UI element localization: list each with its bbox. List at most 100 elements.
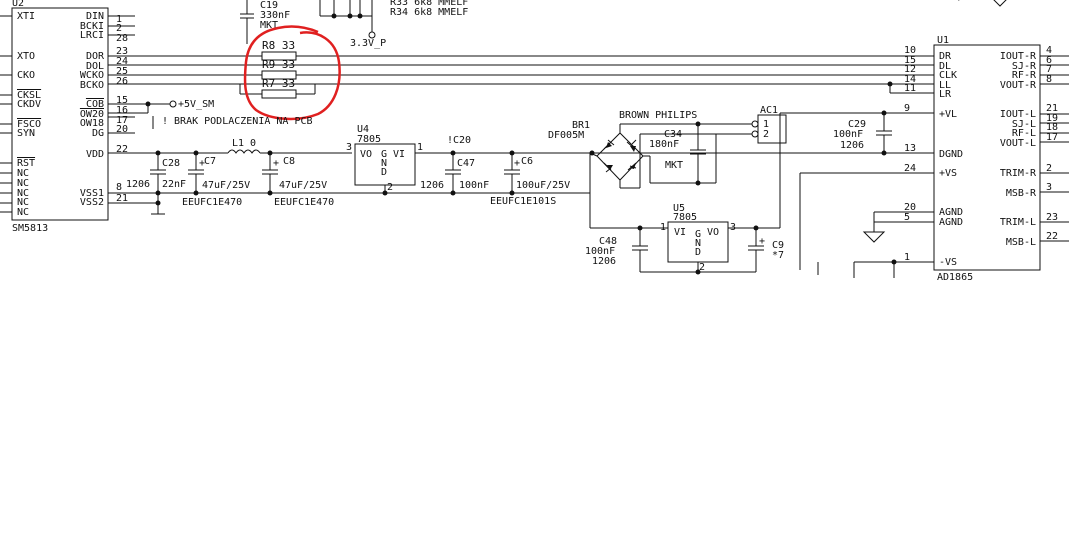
c8-part: EEUFC1E470: [274, 197, 334, 208]
u2-pin-cob: COB: [86, 99, 104, 110]
u2-num-8: 8: [116, 182, 122, 193]
u1-pin-ll: LL: [939, 80, 951, 91]
u2-pin-bcki: BCKI: [80, 21, 104, 32]
u1-pin-iout-r: IOUT-R: [1000, 51, 1037, 62]
highlight-circle: [243, 25, 341, 121]
regulator-u4: U4 7805 VO VI G N D 3 1 2: [346, 124, 590, 196]
u2-pin-rst: RST: [17, 158, 35, 169]
u1-part: AD1865: [937, 272, 973, 283]
top-partial-components: C19 330nF MKT 3.3V_P R33 6k8 MMELF R34 6…: [240, 0, 1007, 49]
u1-pin-rf-r: RF-R: [1012, 70, 1037, 81]
c7-ref: C7: [204, 156, 216, 167]
c29-value: 100nF: [833, 129, 863, 140]
u2-pin-nc5: NC: [17, 207, 29, 218]
c8-value: 47uF/25V: [279, 180, 327, 191]
inductor-l1: [227, 149, 261, 154]
u1-num-15: 15: [904, 55, 916, 66]
u1-num-9: 9: [904, 103, 910, 114]
c47-package: 1206: [420, 180, 444, 191]
u2-pin-ckdv: CKDV: [17, 99, 41, 110]
c28-package: 1206: [126, 179, 150, 190]
c6-plus: +: [514, 158, 520, 169]
ac1-ref: AC1: [760, 105, 778, 116]
ic-u2: U2 SM5813 XTI XTO CKO CKSL CKDV FSCO SYN…: [0, 0, 135, 234]
u1-num-24: 24: [904, 163, 916, 174]
u1-num-7: 7: [1046, 64, 1052, 75]
rail-terminal-3v3: [368, 31, 376, 39]
u1-pin-agnd2: AGND: [939, 217, 963, 228]
u1-num-14: 14: [904, 74, 916, 85]
u1-pin-vout-l: VOUT-L: [1000, 138, 1036, 149]
u1-pin-sj-l: SJ-L: [1012, 119, 1036, 130]
supply-5v-sm-label: +5V_SM: [178, 99, 214, 110]
u2-num-28: 28: [116, 33, 128, 44]
u5-gnd-g: G: [695, 229, 701, 240]
c7-part: EEUFC1E470: [182, 197, 242, 208]
br1-ref: BR1: [572, 120, 590, 131]
u2-num-17: 17: [116, 115, 128, 126]
u2-ref: U2: [12, 0, 24, 9]
br1-part: DF005M: [548, 130, 584, 141]
u1-num-1: 1: [904, 252, 910, 263]
u1-ref: U1: [937, 35, 949, 46]
u1-num-22: 22: [1046, 231, 1058, 242]
ac1-body: [757, 114, 787, 144]
c48-value: 100nF: [585, 246, 615, 257]
c6-part: EEUFC1E101S: [490, 196, 556, 207]
c9-plus: +: [759, 236, 765, 247]
u1-pin-msb-r: MSB-R: [1006, 188, 1037, 199]
u4-part: 7805: [357, 134, 381, 145]
u1-num-11: 11: [904, 83, 916, 94]
r33-label: R33 6k8 MMELF: [390, 0, 468, 8]
u2-num-15: 15: [116, 95, 128, 106]
u2-num-23: 23: [116, 46, 128, 57]
bridge-outline: [596, 132, 644, 181]
u2-num-22: 22: [116, 144, 128, 155]
u4-vo: VO: [360, 149, 372, 160]
c19-type: MKT: [260, 20, 278, 31]
r9-label: R9 33: [262, 58, 295, 71]
u1-num-18: 18: [1046, 122, 1058, 133]
u1-num-20: 20: [904, 202, 916, 213]
u1-num-8: 8: [1046, 74, 1052, 85]
u2-pin-lrci: LRCI: [80, 30, 104, 41]
u1-pin-vout-r: VOUT-R: [1000, 80, 1037, 91]
c7-plus: +: [199, 158, 205, 169]
note-brak-podlaczenia: ! BRAK PODLACZENIA NA PCB: [162, 116, 313, 127]
u1-num-21: 21: [1046, 103, 1058, 114]
u2-num-24: 24: [116, 56, 128, 67]
u1-num-13: 13: [904, 143, 916, 154]
c29-ref: C29: [848, 119, 866, 130]
u1-pin-vs: +VS: [939, 168, 957, 179]
u1-num-3: 3: [1046, 182, 1052, 193]
ac1-pin1: 1: [763, 119, 769, 130]
u2-num-26: 26: [116, 76, 128, 87]
u2-pin-dor: DOR: [86, 51, 105, 62]
u2-pin-nc2: NC: [17, 178, 29, 189]
u2-pin-dg: DG: [92, 128, 104, 139]
r8-label: R8 33: [262, 39, 295, 52]
c48-package: 1206: [592, 256, 616, 267]
c47-ref: C47: [457, 158, 475, 169]
u2-pin-cksl: CKSL: [17, 90, 41, 101]
u1-num-4: 4: [1046, 45, 1052, 56]
c34-value: 180nF: [649, 139, 679, 150]
partial-top-symbol: [958, 0, 1007, 7]
u2-pin-fsco: FSCO: [17, 119, 41, 130]
u2-pin-din: DIN: [86, 11, 104, 22]
u2-pin-dol: DOL: [86, 61, 104, 72]
u1-num-6: 6: [1046, 55, 1052, 66]
u4-gnd-g: G: [381, 149, 387, 160]
u1-num-19: 19: [1046, 113, 1058, 124]
u2-pin-vdd: VDD: [86, 149, 104, 160]
u4-pin3: 3: [346, 142, 352, 153]
c20-ref: !C20: [447, 135, 471, 146]
u2-pin-nc1: NC: [17, 168, 29, 179]
u2-pin-xto: XTO: [17, 51, 35, 62]
u2-pin-nc3: NC: [17, 188, 29, 199]
c34-ref: C34: [664, 129, 682, 140]
u2-pin-ow18: OW18: [80, 118, 104, 129]
c48-ref: C48: [599, 236, 617, 247]
r7-label: R7 33: [262, 77, 295, 90]
u2-pin-wcko: WCKO: [80, 70, 104, 81]
